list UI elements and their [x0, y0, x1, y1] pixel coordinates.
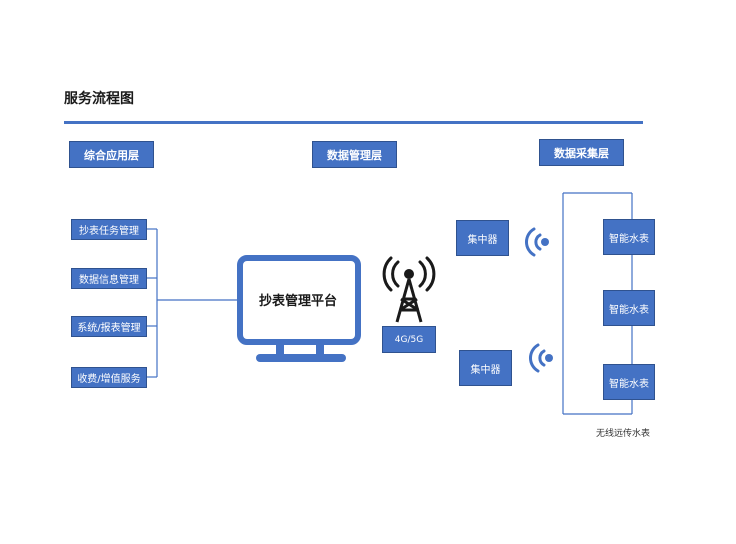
concentrator-1: 集中器: [456, 220, 509, 256]
water-meter-1: 智能水表: [603, 219, 655, 255]
platform-label: 抄表管理平台: [258, 294, 337, 309]
water-meter-3: 智能水表: [603, 364, 655, 400]
wireless-signal-icon: [528, 343, 553, 373]
layer-management: 数据管理层: [312, 141, 397, 168]
concentrator-2: 集中器: [459, 350, 512, 386]
wireless-signal-icon: [524, 227, 549, 257]
layer-application: 综合应用层: [69, 141, 154, 168]
page-title: 服务流程图: [64, 91, 134, 107]
app-item-system: 系统/报表管理: [71, 316, 147, 337]
meter-caption: 无线远传水表: [596, 429, 651, 439]
signal-tower-icon: [382, 256, 436, 323]
water-meter-2: 智能水表: [603, 290, 655, 326]
title-divider: [64, 121, 643, 124]
app-item-task: 抄表任务管理: [71, 219, 147, 240]
app-item-billing: 收费/增值服务: [71, 367, 147, 388]
network-badge: 4G/5G: [382, 326, 436, 353]
monitor-icon: [237, 255, 361, 362]
layer-collection: 数据采集层: [539, 139, 624, 166]
app-item-data: 数据信息管理: [71, 268, 147, 289]
